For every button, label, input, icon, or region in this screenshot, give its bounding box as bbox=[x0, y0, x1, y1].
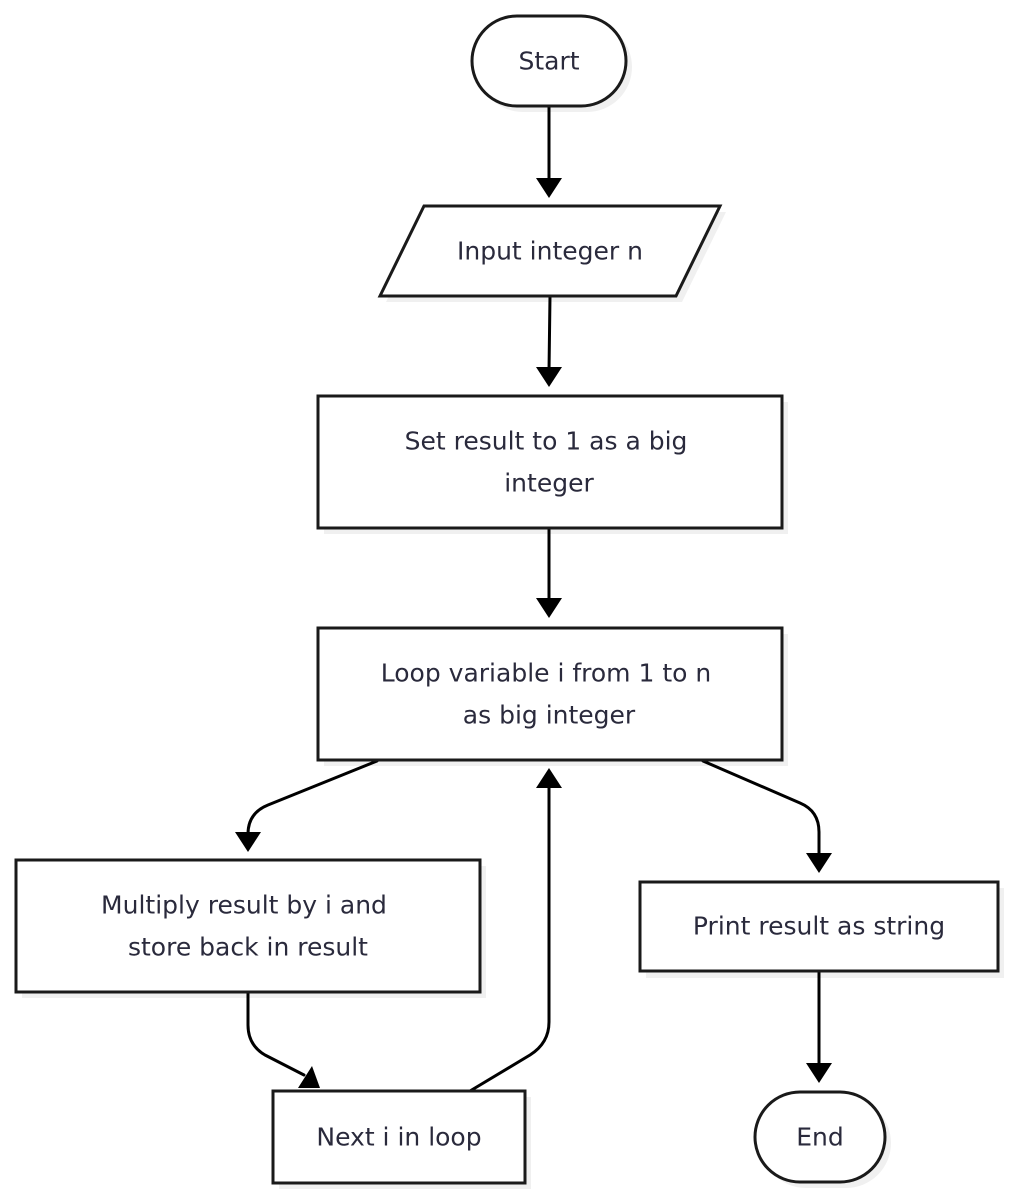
arrow-head bbox=[806, 1063, 832, 1083]
node-label: Next i in loop bbox=[316, 1123, 481, 1152]
edge-multiply-to-next bbox=[246, 990, 320, 1088]
node-next: Next i in loop bbox=[271, 1089, 527, 1185]
arrow-head bbox=[536, 598, 562, 618]
node-loop: Loop variable i from 1 to n as big integ… bbox=[316, 626, 784, 762]
edges bbox=[235, 104, 832, 1093]
node-label-line-2: as big integer bbox=[463, 701, 636, 730]
edge-input-to-init bbox=[536, 294, 562, 387]
edge-loop-to-multiply bbox=[235, 759, 379, 852]
node-label-line-2: store back in result bbox=[128, 933, 368, 962]
process-shape bbox=[316, 626, 784, 762]
edge-init-to-loop bbox=[536, 526, 562, 618]
node-shadows bbox=[22, 22, 1004, 1189]
node-init: Set result to 1 as a big integer bbox=[316, 394, 784, 530]
arrow-head bbox=[298, 1066, 320, 1088]
process-shape bbox=[14, 858, 482, 994]
arrow-head bbox=[235, 832, 261, 852]
node-input: Input integer n bbox=[377, 204, 723, 298]
arrow-head bbox=[536, 367, 562, 387]
node-label: Input integer n bbox=[457, 237, 643, 266]
node-label: Print result as string bbox=[693, 912, 945, 941]
node-label: Start bbox=[518, 47, 579, 76]
edge-next-to-loop bbox=[468, 768, 562, 1093]
node-multiply: Multiply result by i and store back in r… bbox=[14, 858, 482, 994]
terminator-shape bbox=[470, 14, 628, 108]
edge-print-to-end bbox=[806, 968, 832, 1083]
node-start: Start bbox=[470, 14, 628, 108]
node-label-line-2: integer bbox=[504, 469, 594, 498]
node-label-line-1: Loop variable i from 1 to n bbox=[381, 659, 711, 688]
edge-loop-to-print bbox=[701, 759, 832, 873]
node-label: End bbox=[796, 1123, 844, 1152]
node-print: Print result as string bbox=[638, 880, 1000, 973]
process-shape bbox=[316, 394, 784, 530]
node-end: End bbox=[753, 1090, 887, 1184]
arrow-head bbox=[806, 853, 832, 873]
terminator-shape bbox=[753, 1090, 887, 1184]
node-label-line-1: Multiply result by i and bbox=[101, 891, 387, 920]
process-shape bbox=[271, 1089, 527, 1185]
arrow-head bbox=[536, 178, 562, 198]
arrow-head bbox=[536, 768, 562, 788]
process-shape bbox=[638, 880, 1000, 973]
edge-start-to-input bbox=[536, 104, 562, 198]
node-label-line-1: Set result to 1 as a big bbox=[405, 427, 688, 456]
input-parallelogram-shape bbox=[377, 204, 723, 298]
